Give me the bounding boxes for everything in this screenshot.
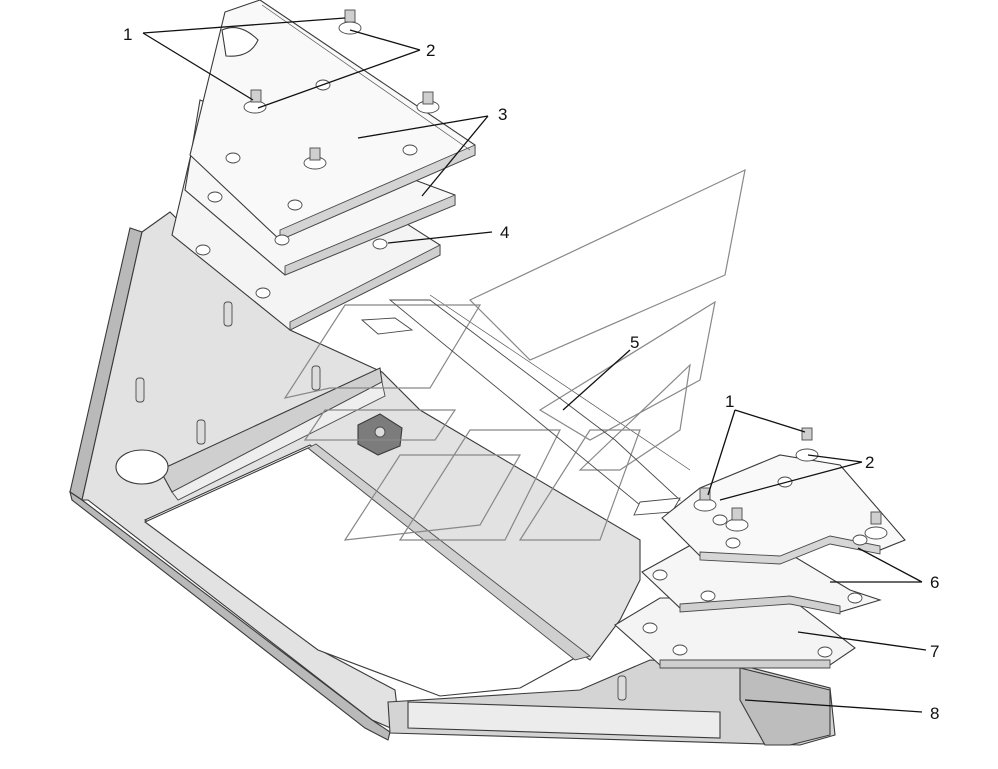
frame-flange-face [171,381,386,501]
frame-front-edge [69,490,391,741]
frame-right-block [739,667,831,746]
part-5-gasket [388,299,682,506]
hole [852,534,868,546]
stud [223,301,233,327]
bolt-head [801,427,813,441]
hole [402,144,418,156]
leader-3 [357,115,489,197]
part-5-tab-2 [360,317,414,335]
stud [311,365,321,391]
washer [864,526,888,540]
washer [725,518,749,532]
callout-2a: 2 [426,41,435,60]
leader-7 [797,631,927,651]
frame-round-hole [115,449,169,485]
hole [207,191,223,203]
callout-1a: 1 [123,25,132,44]
washer [795,448,819,462]
hole [817,646,833,658]
leader-5 [562,349,631,411]
plate-group-left [171,0,691,471]
hole [712,514,728,526]
hole [372,238,388,250]
frame-front-block-top [407,701,721,739]
plate-6-upper-edge [699,535,881,565]
base-frame [69,211,836,746]
callout-7: 7 [930,642,939,661]
stud [135,377,145,403]
callout-6: 6 [930,573,939,592]
leader-8 [744,699,923,713]
hole [652,569,668,581]
plate-right-holes [642,476,868,658]
callout-1b: 1 [725,392,734,411]
callout-2b: 2 [865,453,874,472]
plate-group-right [614,427,906,669]
hole [255,287,271,299]
stud [617,675,627,701]
frame-window-bevel [307,443,591,661]
axis-line [261,4,691,471]
bolt-head [731,507,743,521]
callout-5: 5 [630,333,639,352]
bolt-head [250,89,262,103]
square-nut-hole [374,426,386,438]
bolt-head [422,91,434,105]
bolt-head [699,487,711,501]
leader-6 [830,547,923,583]
bolt-head [344,9,356,23]
leader-lines [142,17,927,713]
leader-2a [257,29,421,109]
plate-7-edge [659,659,831,669]
frame-studs [135,301,627,701]
bolts-right [693,427,888,540]
washer [693,498,717,512]
plate-3-notch [221,27,259,57]
plate-left-holes [195,79,418,299]
leader-4 [387,231,493,244]
callout-4: 4 [500,223,509,242]
bolt-head [309,147,321,161]
hole [672,644,688,656]
hole [287,199,303,211]
hole [195,244,211,256]
callout-8: 8 [930,704,939,723]
callout-3: 3 [498,105,507,124]
callout-labels: 1 2 3 4 5 1 2 6 7 8 [123,25,939,723]
plate-6-lower-edge [679,595,841,615]
hole [700,590,716,602]
hole [225,152,241,164]
bolt-head [870,511,882,525]
stud [196,419,206,445]
hole [725,537,741,549]
hole [642,622,658,634]
hole [847,592,863,604]
plate-4-edge [289,244,441,331]
hole [274,234,290,246]
leader-1b [707,409,806,496]
plate-3-lower-edge [284,194,456,276]
watermark-logo [283,168,746,541]
bolts-left [243,9,440,170]
leader-1a [142,17,346,101]
leader-2b [719,454,863,501]
